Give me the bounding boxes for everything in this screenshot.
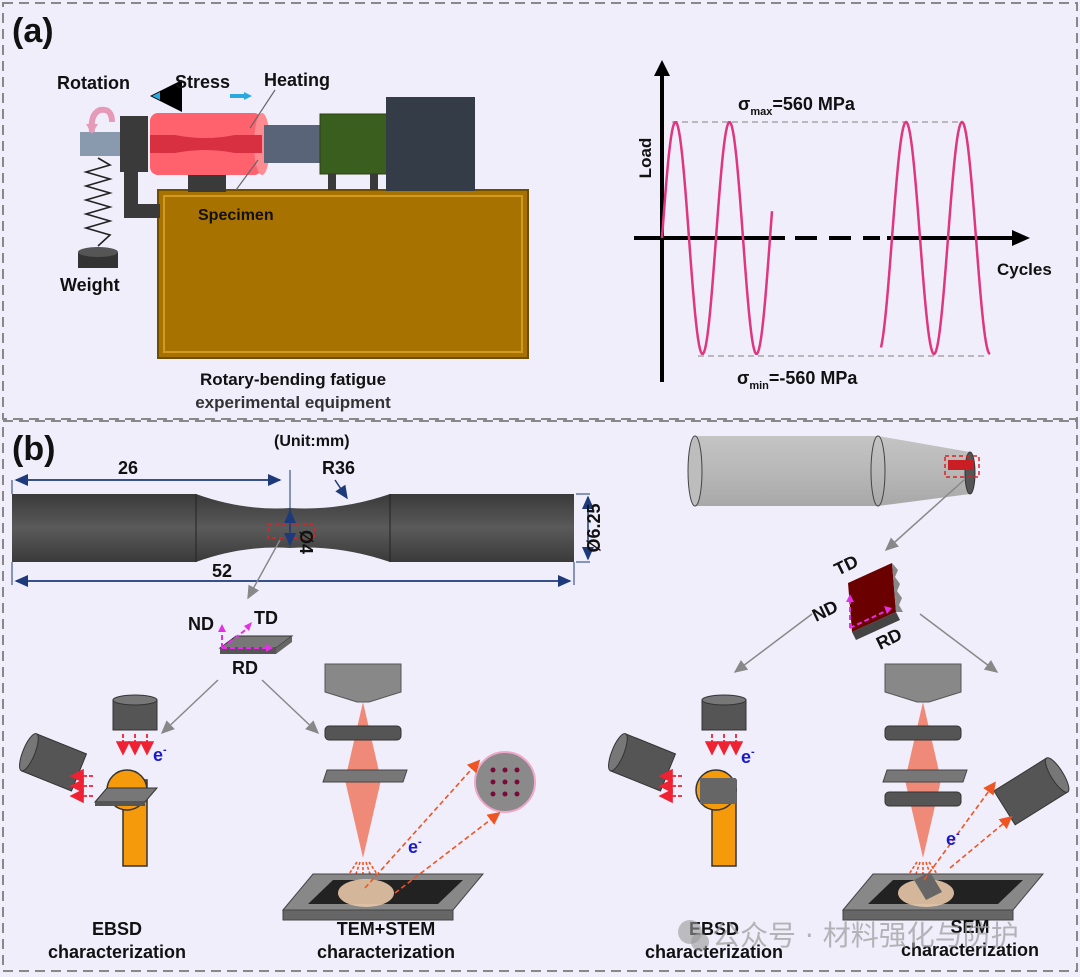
panel-b-label: (b) — [12, 430, 55, 468]
scatter-arrow-icon — [949, 815, 1013, 869]
electron-source — [324, 663, 402, 703]
specimen-body — [12, 494, 574, 562]
sample-region-box — [267, 523, 315, 539]
rotation-arrow-icon — [88, 106, 115, 133]
method-caption-4-line2: characterization — [901, 940, 1039, 960]
lens-1 — [324, 725, 402, 741]
left-nd-label: ND — [188, 614, 214, 634]
panel-a-label: (a) — [12, 12, 54, 50]
ebsd-setup-right — [608, 694, 747, 867]
method-caption-1-line2: characterization — [48, 942, 186, 962]
lens-2 — [884, 791, 962, 807]
sample-block — [914, 872, 942, 900]
lens-1 — [884, 725, 962, 741]
tem-stem-setup — [281, 663, 536, 921]
sample-block-face — [848, 563, 896, 632]
electron-gun — [112, 699, 158, 731]
specimen-in-heater — [150, 135, 262, 153]
bar-body — [695, 436, 970, 506]
load-wave-end — [879, 120, 991, 356]
ebsd-setup-left — [19, 694, 159, 867]
method-caption-1-line1: EBSD — [92, 919, 142, 939]
sigma-min-annotation: σmin=-560 MPa — [737, 368, 858, 392]
watermark-text: 公众号 · 材料强化与防护 — [712, 919, 1019, 952]
interaction-volume — [338, 879, 394, 907]
sample-plate — [700, 778, 736, 804]
sample-holder — [322, 769, 408, 783]
sample-holder — [882, 769, 968, 783]
scatter-arrow-icon — [364, 759, 481, 889]
shaft-right — [264, 125, 320, 163]
specimen-label: Specimen — [198, 207, 274, 224]
right-td-label: TD — [831, 551, 861, 579]
watermark: 公众号 · 材料强化与防护 — [678, 919, 1019, 952]
fatigue-specimen-drawing — [11, 470, 594, 600]
electron-label-tem: e- — [408, 836, 422, 857]
method-caption-2-line2: characterization — [317, 942, 455, 962]
electron-label-sem: e- — [946, 828, 960, 849]
load-wave-start — [660, 120, 774, 356]
scatter-arrow-icon — [923, 781, 996, 881]
scatter-arrow-icon — [394, 812, 501, 894]
motor-gearbox — [319, 113, 389, 175]
electron-source — [884, 663, 962, 703]
motor — [386, 97, 475, 191]
dim-52-label: 52 — [212, 561, 232, 581]
load-axis-label: Load — [636, 138, 655, 179]
electron-label-ebsd-right: e- — [741, 746, 755, 767]
dim-d4-label: Ø4 — [296, 530, 316, 554]
unit-label: (Unit:mm) — [274, 433, 350, 450]
spring — [83, 157, 113, 247]
method-caption-3-line2: characterization — [645, 942, 783, 962]
equipment-caption-line2: experimental equipment — [195, 393, 391, 412]
plate-sample-right — [846, 563, 903, 640]
cycles-axis-label: Cycles — [997, 260, 1052, 279]
load-cycles-plot — [634, 60, 1030, 382]
sem-detector — [993, 757, 1070, 826]
method-caption-4-line1: SEM — [950, 917, 989, 937]
rotation-label: Rotation — [57, 73, 130, 93]
equipment-caption-line1: Rotary-bending fatigue — [200, 370, 386, 389]
panel-a-border — [2, 2, 1078, 420]
left-rd-label: RD — [232, 658, 258, 678]
weight-label: Weight — [60, 275, 120, 295]
right-nd-label: ND — [809, 596, 841, 625]
sample-region-box-right — [944, 455, 980, 478]
stress-label: Stress — [175, 72, 230, 92]
plate-sample-left — [218, 622, 294, 654]
heating-label: Heating — [264, 70, 330, 90]
sem-setup — [841, 663, 1070, 921]
ebsd-detector — [19, 733, 88, 792]
shaft-left — [80, 132, 120, 156]
extruded-bar-sample — [687, 435, 980, 552]
machine-base — [157, 189, 529, 359]
ebsd-detector — [608, 733, 677, 792]
electron-label-ebsd-left: e- — [153, 744, 167, 765]
method-caption-2-line1: TEM+STEM — [337, 919, 436, 939]
sigma-max-annotation: σmax=560 MPa — [738, 94, 856, 118]
panel-b-border — [2, 420, 1078, 972]
left-td-label: TD — [254, 608, 278, 628]
dim-d625-label: Ø6.25 — [584, 503, 604, 552]
fatigue-machine — [78, 80, 529, 359]
dim-26-label: 26 — [118, 458, 138, 478]
dim-r36-label: R36 — [322, 458, 355, 478]
bearing-block — [120, 116, 148, 172]
